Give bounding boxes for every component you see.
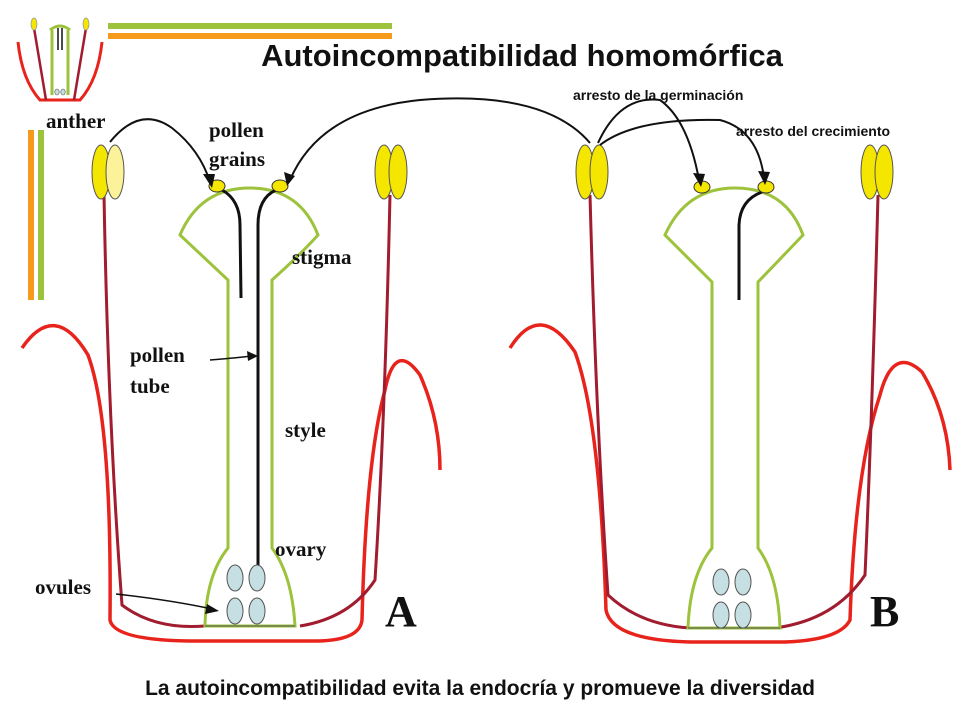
petal-b [508,323,952,644]
arrow-germination-arrest [597,98,700,181]
arrow-ovules-label [115,593,213,610]
label-arrest-germination: arresto de la germinación [573,87,743,103]
anther-b-right-2 [874,144,894,200]
label-ovary: ovary [275,537,327,561]
filament-a-left [102,194,206,629]
pollen-grain-a-right [271,179,289,193]
pollen-tube-arrested-b [737,190,763,300]
pollen-tube-short-a [221,188,243,299]
ovule-b-1 [712,568,730,596]
ovule-a-2 [248,564,266,592]
arrowhead-growth-arrest [758,171,770,185]
petal-a [20,323,442,643]
label-anther: anther [46,109,106,133]
label-style: style [285,418,326,442]
pollination-arrows [109,97,770,614]
label-ovules: ovules [35,575,91,599]
ovule-b-2 [734,568,752,596]
arrowhead-anther-to-stigma-a [203,174,215,188]
label-pollen-tube-line2: tube [130,374,170,398]
pistil-b [663,186,805,630]
side-bar-orange [28,130,34,300]
flower-a [20,144,442,643]
anther-b-left-2 [589,144,609,200]
filament-b-right [774,194,880,630]
header-bar-orange [108,33,392,39]
filament-b-left [588,194,691,630]
anther-a-left-2 [105,144,125,200]
arrowhead-pollen-tube-label [247,351,258,361]
label-pollen-tube-line1: pollen [130,343,185,367]
header-bar-green [108,23,392,29]
label-flower-a: A [385,587,417,636]
flower-b [508,144,952,644]
label-pollen-grains-line1: pollen [209,118,264,142]
label-arrest-growth: arresto del crecimiento [736,123,890,139]
pollen-tube-long-a [256,188,277,572]
arrowhead-flower-b-to-a [284,172,295,186]
diagram-title: Autoincompatibilidad homomórfica [261,38,784,73]
arrowhead-germination-arrest [693,173,705,187]
pollen-grain-b-right [757,180,775,194]
ovule-a-3 [226,597,244,625]
ovule-a-4 [248,597,266,625]
pistil-a [178,186,320,628]
side-bar-green [38,130,44,300]
label-stigma: stigma [292,245,352,269]
arrow-flower-b-to-a [289,97,591,181]
flower-logo-icon [16,17,104,102]
anther-a-right-2 [388,144,408,200]
label-pollen-grains-line2: grains [209,147,265,171]
label-flower-b: B [870,587,899,636]
arrow-growth-arrest [599,118,765,179]
arrow-anther-to-stigma-a [109,118,211,183]
ovule-a-1 [226,564,244,592]
diagram-caption: La autoincompatibilidad evita la endocrí… [145,677,815,700]
filament-a-right [299,194,392,628]
arrowhead-ovules-label [205,604,219,614]
ovule-b-4 [734,601,752,629]
ovule-b-3 [712,601,730,629]
